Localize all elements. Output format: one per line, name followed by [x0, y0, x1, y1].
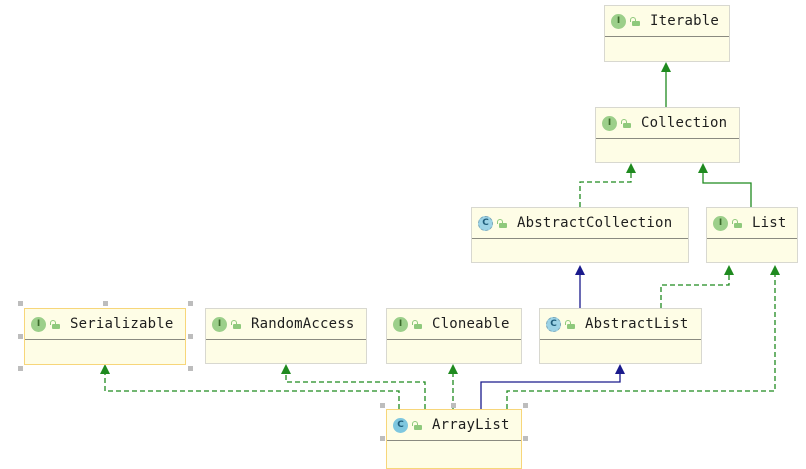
node-header: C ArrayList: [387, 410, 521, 441]
node-cloneable[interactable]: I Cloneable: [386, 308, 522, 364]
node-header: I Serializable: [25, 309, 185, 340]
resize-handle[interactable]: [188, 366, 193, 371]
node-header: C AbstractCollection: [472, 208, 688, 239]
node-members: [707, 239, 797, 263]
unlock-icon: [565, 319, 575, 329]
arrowhead: [100, 364, 110, 374]
interface-icon: I: [212, 316, 227, 332]
node-randomaccess[interactable]: I RandomAccess: [205, 308, 367, 364]
node-label: Cloneable: [432, 316, 510, 332]
node-label: Collection: [641, 115, 728, 131]
node-list[interactable]: I List: [706, 207, 798, 263]
unlock-icon: [621, 118, 631, 128]
interface-icon: I: [713, 215, 728, 231]
node-arraylist[interactable]: C ArrayList: [386, 409, 522, 469]
resize-handle[interactable]: [380, 403, 385, 408]
resize-handle[interactable]: [18, 334, 23, 339]
unlock-icon: [732, 218, 742, 228]
edge-collection-to-iterable[interactable]: [661, 62, 671, 107]
node-serializable[interactable]: I Serializable: [24, 308, 186, 365]
resize-handle[interactable]: [523, 403, 528, 408]
unlock-icon: [231, 319, 241, 329]
node-members: [25, 340, 185, 364]
node-iterable[interactable]: I Iterable: [604, 5, 730, 62]
arrowhead: [770, 265, 780, 275]
arrowhead: [661, 62, 671, 72]
edge-arraylist-to-serializable[interactable]: [100, 364, 400, 409]
resize-handle[interactable]: [451, 403, 456, 408]
unlock-icon: [412, 420, 422, 430]
edge-arraylist-to-randomaccess[interactable]: [281, 364, 426, 409]
node-header: I List: [707, 208, 797, 239]
unlock-icon: [630, 16, 640, 26]
unlock-icon: [50, 319, 60, 329]
resize-handle[interactable]: [380, 436, 385, 441]
arrowhead: [626, 163, 636, 173]
arrowhead: [281, 364, 291, 374]
node-label: ArrayList: [432, 417, 510, 433]
node-members: [596, 139, 739, 163]
node-members: [387, 340, 521, 364]
arrowhead: [575, 265, 585, 275]
resize-handle[interactable]: [103, 301, 108, 306]
abstract-class-icon: C: [478, 215, 493, 231]
edge-abstractlist-to-abstractcollection[interactable]: [575, 265, 585, 308]
edge-arraylist-to-cloneable[interactable]: [448, 364, 458, 409]
node-members: [472, 239, 688, 263]
node-header: C AbstractList: [540, 309, 701, 340]
arrowhead: [724, 265, 734, 275]
node-members: [605, 37, 729, 61]
arrowhead: [698, 163, 708, 173]
node-header: I Collection: [596, 108, 739, 139]
node-abstractcollection[interactable]: C AbstractCollection: [471, 207, 689, 263]
unlock-icon: [412, 319, 422, 329]
interface-icon: I: [393, 316, 408, 332]
abstract-class-icon: C: [546, 316, 561, 332]
node-label: AbstractList: [585, 316, 689, 332]
arrowhead: [615, 364, 625, 374]
node-header: I Cloneable: [387, 309, 521, 340]
arrowhead: [448, 364, 458, 374]
resize-handle[interactable]: [523, 436, 528, 441]
node-header: I Iterable: [605, 6, 729, 37]
edge-abstractlist-to-list[interactable]: [660, 265, 734, 308]
class-icon: C: [393, 417, 408, 433]
node-label: Iterable: [650, 13, 720, 29]
node-members: [387, 441, 521, 465]
node-label: AbstractCollection: [517, 215, 673, 231]
resize-handle[interactable]: [18, 366, 23, 371]
node-label: RandomAccess: [251, 316, 355, 332]
node-abstractlist[interactable]: C AbstractList: [539, 308, 702, 364]
node-members: [206, 340, 366, 364]
interface-icon: I: [611, 13, 626, 29]
node-collection[interactable]: I Collection: [595, 107, 740, 163]
edge-abstractcollection-to-collection[interactable]: [579, 163, 636, 207]
edge-list-to-collection[interactable]: [698, 163, 752, 208]
node-members: [540, 340, 701, 364]
resize-handle[interactable]: [18, 301, 23, 306]
node-label: Serializable: [70, 316, 174, 332]
edge-arraylist-to-abstractlist[interactable]: [480, 364, 625, 409]
resize-handle[interactable]: [188, 301, 193, 306]
node-label: List: [752, 215, 787, 231]
edge-arraylist-to-list[interactable]: [506, 265, 780, 409]
interface-icon: I: [31, 316, 46, 332]
unlock-icon: [497, 218, 507, 228]
resize-handle[interactable]: [188, 334, 193, 339]
node-header: I RandomAccess: [206, 309, 366, 340]
interface-icon: I: [602, 115, 617, 131]
